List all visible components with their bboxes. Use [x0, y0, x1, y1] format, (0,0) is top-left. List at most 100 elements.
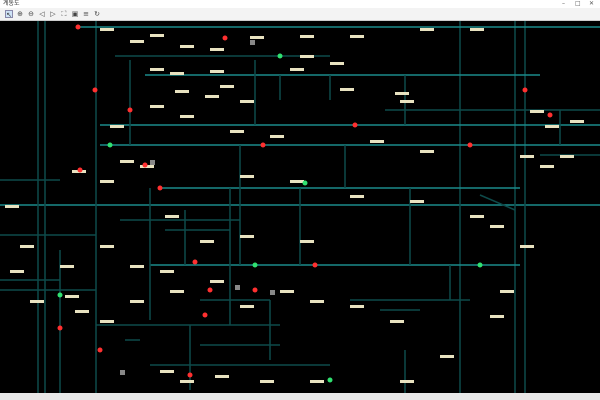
device-label[interactable]	[200, 240, 214, 243]
device-label[interactable]	[500, 290, 514, 293]
breaker-open[interactable]	[302, 180, 308, 186]
breaker-closed[interactable]	[77, 167, 83, 173]
device-label[interactable]	[130, 40, 144, 43]
breaker-open[interactable]	[107, 142, 113, 148]
device-label[interactable]	[60, 265, 74, 268]
breaker-closed[interactable]	[187, 372, 193, 378]
breaker-closed[interactable]	[157, 185, 163, 191]
device-label[interactable]	[240, 175, 254, 178]
device-label[interactable]	[440, 355, 454, 358]
device-label[interactable]	[75, 310, 89, 313]
device-label[interactable]	[130, 300, 144, 303]
breaker-closed[interactable]	[75, 24, 81, 30]
device-label[interactable]	[290, 68, 304, 71]
device-label[interactable]	[230, 130, 244, 133]
breaker-closed[interactable]	[202, 312, 208, 318]
device-label[interactable]	[520, 155, 534, 158]
device-label[interactable]	[400, 100, 414, 103]
device-label[interactable]	[340, 88, 354, 91]
device-label[interactable]	[250, 36, 264, 39]
pointer-icon[interactable]: ↖	[5, 10, 13, 19]
device-label[interactable]	[210, 48, 224, 51]
breaker-closed[interactable]	[127, 107, 133, 113]
pan-right-icon[interactable]: ▷	[50, 10, 56, 18]
device-label[interactable]	[370, 140, 384, 143]
breaker-open[interactable]	[327, 377, 333, 383]
grid-diagram-canvas[interactable]	[0, 20, 600, 393]
device-label[interactable]	[205, 95, 219, 98]
device-label[interactable]	[390, 320, 404, 323]
device-label[interactable]	[65, 295, 79, 298]
device-label[interactable]	[490, 315, 504, 318]
device-label[interactable]	[210, 280, 224, 283]
device-label[interactable]	[395, 92, 409, 95]
device-label[interactable]	[170, 290, 184, 293]
breaker-closed[interactable]	[352, 122, 358, 128]
pan-left-icon[interactable]: ◁	[39, 10, 45, 18]
breaker-closed[interactable]	[57, 325, 63, 331]
device-label[interactable]	[350, 195, 364, 198]
device-label[interactable]	[420, 150, 434, 153]
device-label[interactable]	[520, 245, 534, 248]
device-label[interactable]	[150, 105, 164, 108]
maximize-button[interactable]: □	[575, 0, 581, 7]
device-label[interactable]	[180, 45, 194, 48]
device-label[interactable]	[350, 35, 364, 38]
device-label[interactable]	[470, 28, 484, 31]
device-label[interactable]	[100, 180, 114, 183]
device-label[interactable]	[165, 215, 179, 218]
device-label[interactable]	[30, 300, 44, 303]
device-label[interactable]	[540, 165, 554, 168]
device-label[interactable]	[350, 305, 364, 308]
switch-device[interactable]	[270, 290, 275, 295]
device-label[interactable]	[100, 320, 114, 323]
breaker-open[interactable]	[57, 292, 63, 298]
device-label[interactable]	[310, 380, 324, 383]
grid-diagram[interactable]	[0, 20, 600, 393]
device-label[interactable]	[150, 68, 164, 71]
device-label[interactable]	[470, 215, 484, 218]
breaker-closed[interactable]	[207, 287, 213, 293]
breaker-closed[interactable]	[547, 112, 553, 118]
device-label[interactable]	[130, 265, 144, 268]
breaker-closed[interactable]	[312, 262, 318, 268]
device-label[interactable]	[240, 100, 254, 103]
switch-device[interactable]	[120, 370, 125, 375]
zoom-in-icon[interactable]: ⊕	[17, 10, 23, 18]
device-label[interactable]	[240, 305, 254, 308]
device-label[interactable]	[180, 115, 194, 118]
device-label[interactable]	[180, 380, 194, 383]
fit-icon[interactable]: ⛶	[61, 10, 67, 18]
breaker-closed[interactable]	[467, 142, 473, 148]
device-label[interactable]	[215, 375, 229, 378]
device-label[interactable]	[570, 120, 584, 123]
breaker-open[interactable]	[277, 53, 283, 59]
device-label[interactable]	[330, 62, 344, 65]
refresh-icon[interactable]: ↻	[94, 10, 100, 18]
device-label[interactable]	[10, 270, 24, 273]
device-label[interactable]	[20, 245, 34, 248]
breaker-closed[interactable]	[222, 35, 228, 41]
device-label[interactable]	[5, 205, 19, 208]
close-button[interactable]: ✕	[589, 0, 595, 7]
device-label[interactable]	[210, 70, 224, 73]
device-label[interactable]	[310, 300, 324, 303]
device-label[interactable]	[560, 155, 574, 158]
device-label[interactable]	[240, 235, 254, 238]
device-label[interactable]	[260, 380, 274, 383]
switch-device[interactable]	[235, 285, 240, 290]
device-label[interactable]	[150, 34, 164, 37]
device-label[interactable]	[100, 245, 114, 248]
zoom-out-icon[interactable]: ⊖	[28, 10, 34, 18]
device-label[interactable]	[175, 90, 189, 93]
breaker-open[interactable]	[477, 262, 483, 268]
device-label[interactable]	[300, 55, 314, 58]
device-label[interactable]	[220, 85, 234, 88]
switch-device[interactable]	[250, 40, 255, 45]
device-label[interactable]	[160, 370, 174, 373]
device-label[interactable]	[100, 28, 114, 31]
breaker-closed[interactable]	[97, 347, 103, 353]
device-label[interactable]	[300, 35, 314, 38]
device-label[interactable]	[280, 290, 294, 293]
breaker-closed[interactable]	[92, 87, 98, 93]
